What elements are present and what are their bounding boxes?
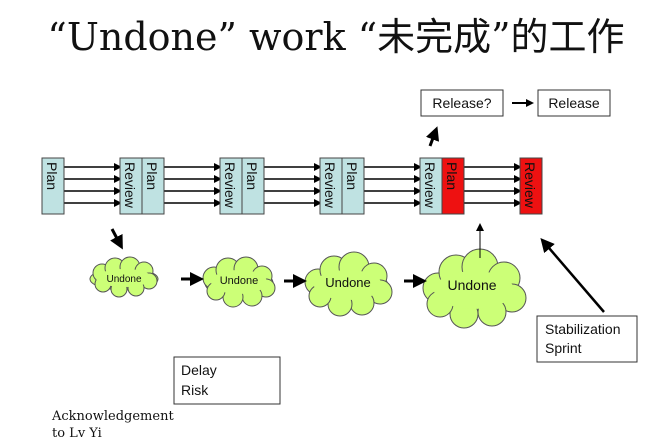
svg-text:Release?: Release? — [432, 95, 491, 111]
undone-cloud-2: Undone — [202, 256, 276, 308]
review-box-stabilization: Review — [519, 157, 543, 215]
svg-text:Undone: Undone — [447, 277, 496, 293]
svg-text:Plan: Plan — [244, 162, 260, 190]
svg-text:Review: Review — [522, 162, 538, 209]
review-box-2: Review — [219, 157, 243, 215]
stabilization-sprint-box: Stabilization Sprint — [536, 315, 638, 363]
sprint-1-arrows — [64, 163, 122, 207]
acknowledgement-line-2: to Lv Yi — [52, 426, 102, 441]
svg-text:Release: Release — [548, 95, 600, 111]
plan-box-2: Plan — [141, 157, 165, 215]
release-question-box: Release? — [420, 89, 504, 117]
svg-text:Plan: Plan — [444, 162, 460, 190]
review-box-1: Review — [119, 157, 143, 215]
svg-text:Plan: Plan — [344, 162, 360, 190]
svg-text:Plan: Plan — [144, 162, 160, 190]
svg-text:Plan: Plan — [44, 162, 60, 190]
undone-cloud-4: Undone — [422, 248, 527, 329]
sprint-2-arrows — [164, 163, 222, 207]
sprint-3-arrows — [264, 163, 322, 207]
stabilization-pointer-arrow — [540, 237, 605, 313]
review-box-4: Review — [419, 157, 443, 215]
undone-cloud-3: Undone — [304, 251, 393, 317]
up-to-release-arrow — [425, 126, 440, 147]
plan-box-4: Plan — [341, 157, 365, 215]
svg-text:Review: Review — [222, 162, 238, 209]
down-to-undone-arrow — [110, 228, 123, 250]
plan-box-1: Plan — [41, 157, 65, 215]
release-box: Release — [537, 89, 611, 117]
svg-text:Undone: Undone — [106, 274, 141, 285]
plan-box-stabilization: Plan — [441, 157, 465, 215]
svg-text:Delay: Delay — [181, 362, 217, 378]
acknowledgement: Acknowledgement to Lv Yi — [52, 408, 174, 442]
delay-risk-box: Delay Risk — [173, 356, 281, 405]
svg-text:Review: Review — [322, 162, 338, 209]
undone-cloud-1: Undone — [89, 256, 159, 298]
slide-title: “Undone” work “未完成”的工作 — [47, 15, 625, 59]
plan-box-3: Plan — [241, 157, 265, 215]
svg-text:Undone: Undone — [220, 275, 259, 287]
svg-text:Review: Review — [122, 162, 138, 209]
review-box-3: Review — [319, 157, 343, 215]
svg-text:Risk: Risk — [181, 382, 209, 398]
sprint-4-arrows — [364, 163, 422, 207]
acknowledgement-line-1: Acknowledgement — [52, 409, 174, 424]
svg-text:Review: Review — [422, 162, 438, 209]
svg-text:Stabilization: Stabilization — [545, 321, 621, 337]
svg-text:Sprint: Sprint — [545, 340, 582, 356]
stabilization-arrows — [464, 163, 522, 207]
svg-text:Undone: Undone — [325, 275, 371, 290]
